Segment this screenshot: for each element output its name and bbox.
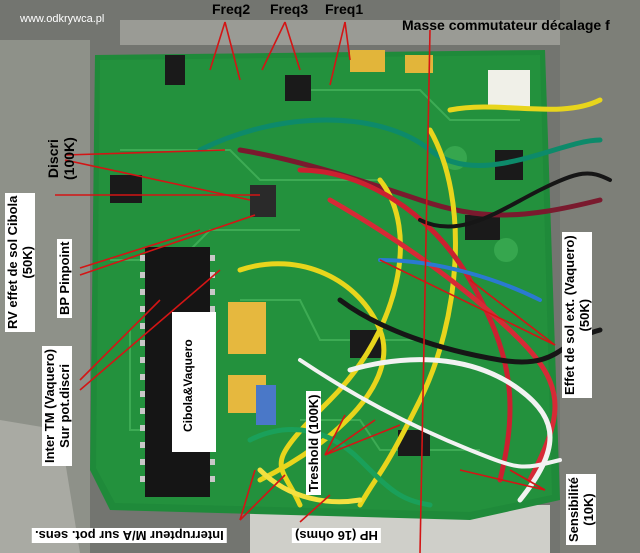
label-effet-line1: Effet de sol ext. (Vaquero) [562, 235, 577, 395]
label-rv-line2: (50K) [20, 246, 35, 279]
wires [197, 97, 612, 508]
label-freq3: Freq3 [270, 1, 309, 17]
label-interrupteur: Interrupteur M/A sur pot. sens. [32, 528, 227, 543]
label-rv-effet-de-sol: RV effet de sol Cibola (50K) [5, 192, 35, 332]
label-freq1: Freq1 [325, 1, 364, 17]
label-hp: HP (16 ohms) [292, 528, 381, 543]
label-chip-name: Cibola&Vaquero [181, 339, 195, 432]
label-freq2: Freq2 [212, 1, 251, 17]
label-effet-line2: (50K) [577, 298, 592, 332]
label-sensibilite: Sensibilité (10K) [566, 473, 596, 545]
watermark-text: www.odkrywca.pl [20, 13, 105, 25]
label-inter-line1: Inter TM (Vaquero) [42, 348, 57, 463]
label-bp-pinpoint: BP Pinpoint [57, 238, 72, 318]
label-discri-line2: (100K) [61, 137, 77, 180]
label-effet-de-sol-ext: Effet de sol ext. (Vaquero) (50K) [562, 232, 592, 398]
label-inter-line2: Sur pot.discri [57, 364, 72, 448]
label-discri: Discri (100K) [45, 137, 77, 180]
label-treshold: Treshold (100K) [306, 391, 321, 495]
label-rv-line1: RV effet de sol Cibola [5, 195, 20, 329]
label-inter-tm: Inter TM (Vaquero) Sur pot.discri [42, 345, 72, 466]
label-sens-line1: Sensibilité [566, 476, 581, 542]
label-masse-commutateur: Masse commutateur décalage f [402, 17, 610, 33]
label-sens-line2: (10K) [581, 493, 596, 526]
label-discri-line1: Discri [45, 139, 61, 179]
annotation-lines [55, 21, 556, 553]
